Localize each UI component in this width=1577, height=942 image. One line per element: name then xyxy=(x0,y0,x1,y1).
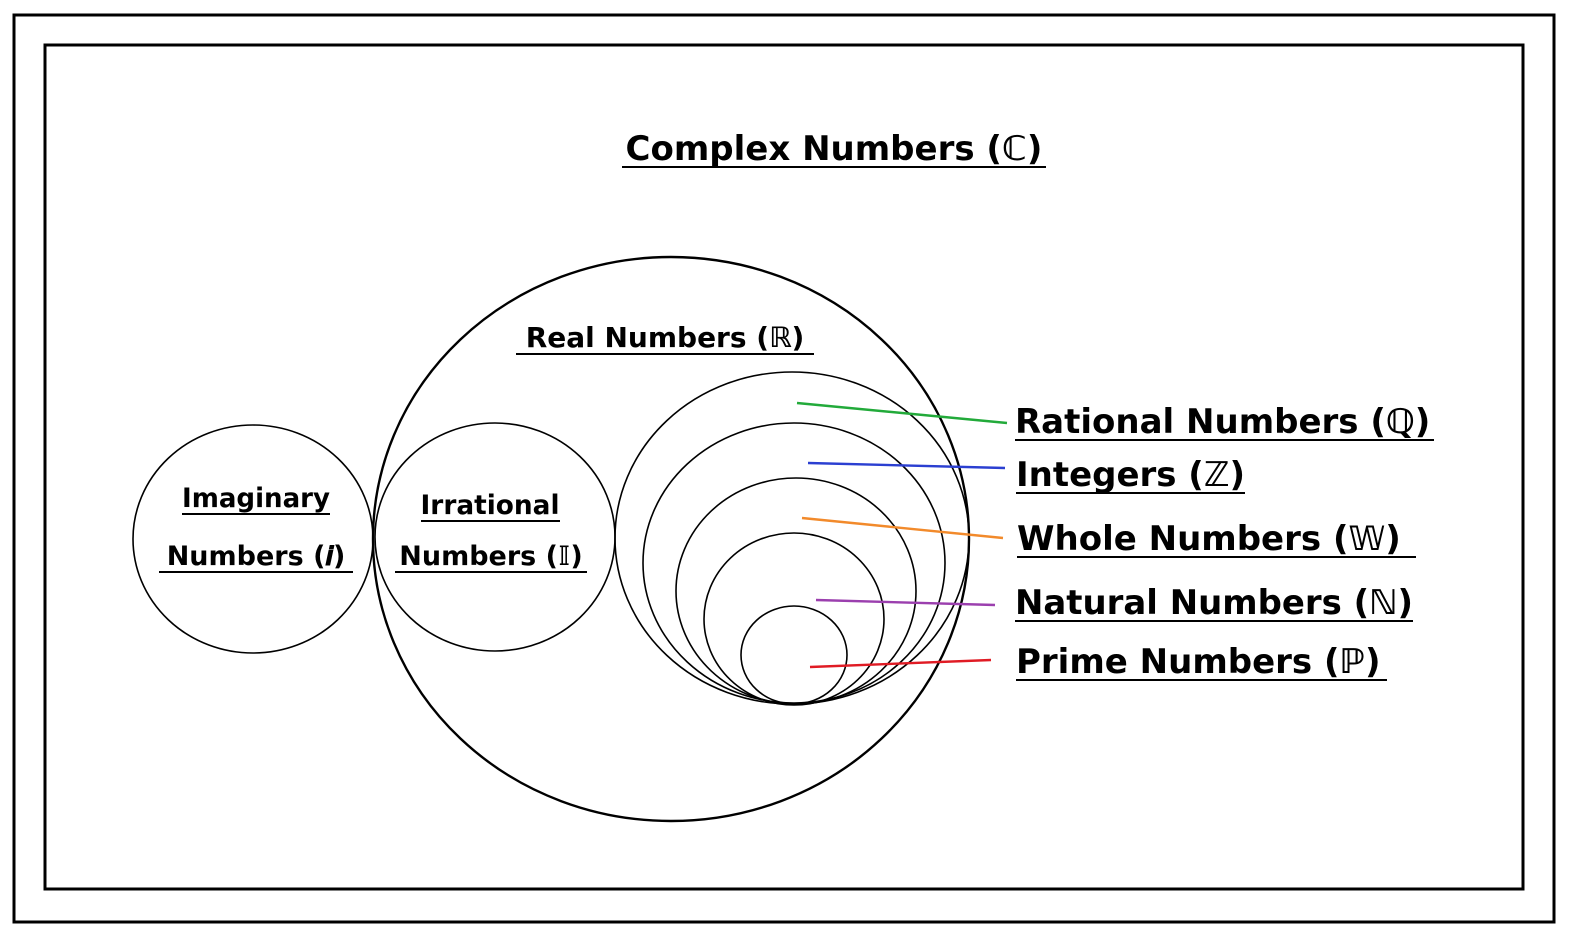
prime-leader-line xyxy=(809,658,992,669)
natural-numbers-label: Natural Numbers (ℕ) xyxy=(1015,583,1413,623)
rational-leader-line xyxy=(796,401,1008,425)
integers-leader-line xyxy=(807,461,1006,470)
imaginary-numbers-circle xyxy=(132,424,374,654)
real-numbers-label: Real Numbers (ℝ) xyxy=(526,321,805,354)
prime-numbers-label: Prime Numbers (ℙ) xyxy=(1016,642,1381,682)
imaginary-label-line1: Imaginary xyxy=(182,483,330,514)
rational-numbers-label: Rational Numbers (ℚ) xyxy=(1015,402,1430,442)
natural-numbers-circle xyxy=(703,532,885,706)
prime-numbers-circle xyxy=(740,605,848,705)
integers-label: Integers (ℤ) xyxy=(1016,455,1245,495)
whole-leader-line xyxy=(801,516,1004,540)
natural-leader-line xyxy=(815,598,996,607)
imaginary-label-line2: Numbers (𝒊) xyxy=(167,541,346,572)
whole-numbers-label: Whole Numbers (𝕎) xyxy=(1017,519,1401,559)
integers-circle xyxy=(642,422,946,704)
complex-numbers-title: Complex Numbers (ℂ) xyxy=(626,129,1043,169)
outer-frame xyxy=(12,13,1556,924)
irrational-numbers-circle xyxy=(374,422,616,652)
irrational-label-line2: Numbers (𝕀) xyxy=(399,541,582,572)
whole-numbers-circle xyxy=(675,477,917,705)
irrational-label-line1: Irrational xyxy=(421,490,560,521)
rational-numbers-circle xyxy=(614,371,970,705)
complex-numbers-frame xyxy=(43,43,1525,891)
